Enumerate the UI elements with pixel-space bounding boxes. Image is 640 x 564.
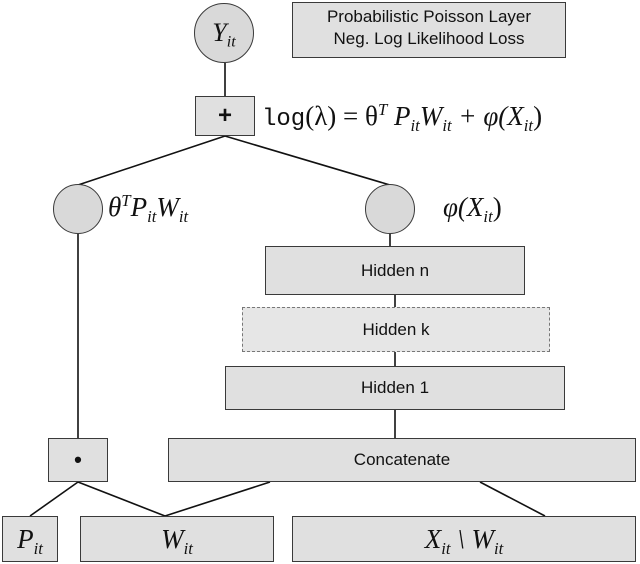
edge-product-to-W-input <box>77 481 166 517</box>
edge-sum-to-linear-node <box>77 135 226 186</box>
input-W: Wit <box>80 516 274 562</box>
nn-term-node <box>365 184 415 234</box>
linear-term-node <box>53 184 103 234</box>
plus-icon: + <box>217 102 232 129</box>
hidden-layer-1: Hidden 1 <box>225 366 565 410</box>
edge-concat-to-W-input <box>164 481 271 517</box>
hidden-layer-n: Hidden n <box>265 246 525 295</box>
output-layer-legend: Probabilistic Poisson Layer Neg. Log Lik… <box>292 2 566 58</box>
edge-sum-to-nn-node <box>224 135 391 186</box>
sum-equation: log(λ) = θT PitWit + φ(Xit) <box>262 99 543 135</box>
edge-concat-to-X-input <box>479 481 546 517</box>
concatenate-layer: Concatenate <box>168 438 636 482</box>
legend-layer-type: Probabilistic Poisson Layer <box>326 7 532 26</box>
product-operator: • <box>48 438 108 482</box>
input-X-without-W: Xit \ Wit <box>292 516 636 562</box>
hidden-layer-k: Hidden k <box>242 307 550 352</box>
edge-product-to-P-input <box>29 481 79 517</box>
input-P: Pit <box>2 516 58 562</box>
legend-loss: Neg. Log Likelihood Loss <box>333 29 525 48</box>
dot-product-icon: • <box>74 447 82 472</box>
sum-operator: + <box>195 96 255 136</box>
output-node: Yit <box>194 3 254 63</box>
output-node-label: Yit <box>212 18 236 51</box>
nn-term-label: φ(Xit) <box>443 192 502 226</box>
linear-term-label: θTPitWit <box>108 190 189 226</box>
